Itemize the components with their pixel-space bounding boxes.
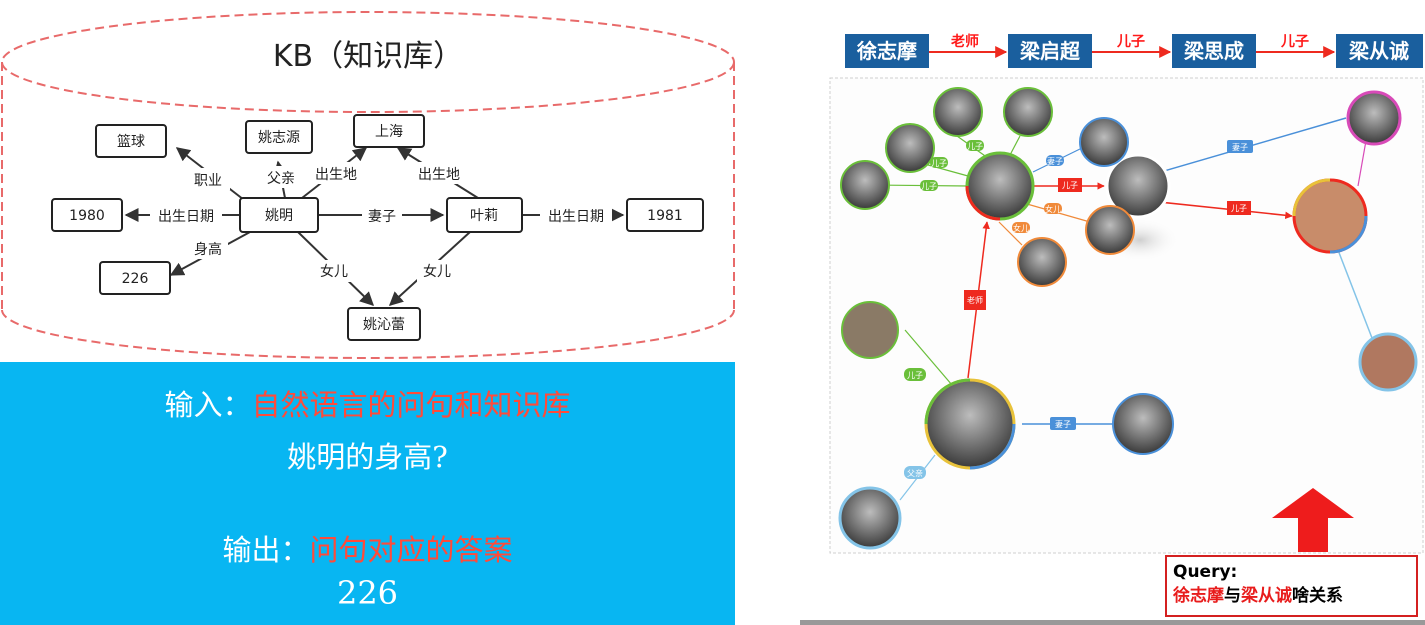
- avatar-small-e: [1079, 117, 1129, 167]
- avatar-xu-father: [838, 486, 902, 550]
- pill-son-red2: 儿子: [1231, 204, 1247, 213]
- edge-label-qizi: 妻子: [368, 209, 396, 225]
- avatar-xu-son: [841, 301, 899, 359]
- avatar-small-f: [1085, 205, 1135, 255]
- output-label: 输出：: [222, 533, 310, 567]
- query-person-2: 梁从诚: [1241, 586, 1292, 606]
- kb-node-yeli: 叶莉: [446, 197, 523, 233]
- pill-wife-small: 妻子: [1047, 156, 1063, 166]
- avatar-liang-sicheng: [1105, 153, 1171, 219]
- chain-person-1-box: [845, 34, 929, 68]
- kb-node-yaozhiyuan: 姚志源: [245, 120, 313, 154]
- kb-cylinder: [1, 11, 735, 359]
- chain-person-4-box: [1336, 34, 1423, 68]
- query-text: 徐志摩与梁从诚啥关系: [1173, 584, 1410, 608]
- kb-node-shanghai: 上海: [353, 114, 425, 148]
- pill-father-bottom: 父亲: [907, 468, 923, 478]
- kb-node-yaoqinlei-label: 姚沁蕾: [363, 317, 405, 333]
- edge-label-nuer-1: 女儿: [320, 263, 348, 280]
- avatar-small-c: [933, 87, 983, 137]
- edge-label-chushengdi-2: 出生地: [418, 167, 460, 183]
- chain-person-3-box: [1172, 34, 1256, 68]
- avatar-liang-congjie: [1292, 178, 1368, 254]
- chain-person-2: 梁启超: [1019, 39, 1081, 63]
- kb-node-yaoming-label: 姚明: [265, 208, 293, 224]
- pill-wife-bottom: 妻子: [1055, 419, 1071, 429]
- chain-person-4: 梁从诚: [1348, 39, 1409, 63]
- kb-node-1980: 1980: [51, 198, 123, 232]
- answer-text: 226: [336, 574, 399, 612]
- edge-label-chushengriqi-1: 出生日期: [158, 209, 214, 225]
- avatar-small-d: [1003, 87, 1053, 137]
- pill-daughter-a: 女儿: [1045, 204, 1061, 214]
- kb-node-lanqiu: 篮球: [95, 124, 167, 158]
- input-value: 自然语言的问句和知识库: [251, 388, 571, 422]
- input-label: 输入：: [164, 388, 252, 422]
- edge-label-fuqin: 父亲: [267, 171, 295, 187]
- avatar-small-b: [840, 160, 890, 210]
- io-panel: 输入：自然语言的问句和知识库 姚明的身高? 输出：问句对应的答案 226: [0, 362, 735, 625]
- edge-label-nuer-2: 女儿: [423, 263, 451, 280]
- query-suffix: 啥关系: [1292, 586, 1343, 606]
- input-line: 输入：自然语言的问句和知识库: [0, 382, 735, 424]
- output-line: 输出：问句对应的答案: [0, 527, 735, 569]
- avatar-right-lower: [1358, 332, 1418, 392]
- edge-label-chushengriqi-2: 出生日期: [548, 209, 604, 225]
- kb-node-1980-label: 1980: [69, 208, 105, 224]
- query-box: Query: 徐志摩与梁从诚啥关系: [1165, 555, 1418, 617]
- bottom-divider: [800, 620, 1425, 625]
- avatar-lu-xiaoman: [1112, 393, 1174, 455]
- kb-title: KB（知识库）: [273, 39, 463, 74]
- kb-node-226-label: 226: [122, 271, 149, 287]
- avatar-lin-huiyin: [1346, 90, 1402, 146]
- pill-teacher: 老师: [967, 295, 983, 305]
- query-person-1: 徐志摩: [1173, 586, 1224, 606]
- pill-son-main: 儿子: [1062, 181, 1078, 190]
- kb-node-yaozhiyuan-label: 姚志源: [258, 130, 300, 146]
- chain-relation-1: 老师: [951, 33, 979, 50]
- avatar-small-g: [1017, 237, 1067, 287]
- chain-person-3: 梁思成: [1183, 39, 1244, 63]
- pill-son-bottom: 儿子: [907, 371, 923, 380]
- kb-node-1981: 1981: [626, 198, 704, 232]
- kb-node-lanqiu-label: 篮球: [117, 134, 145, 150]
- kb-node-shanghai-label: 上海: [375, 124, 403, 140]
- chain-person-1: 徐志摩: [856, 39, 917, 63]
- chain-person-2-box: [1008, 34, 1092, 68]
- kb-node-yaoqinlei: 姚沁蕾: [347, 307, 421, 341]
- avatar-main-xu: [924, 378, 1016, 470]
- graph-edge-pills: 老师 儿子 儿子 妻子 妻子 儿子 父亲 儿子 儿子 儿子 妻子 女儿 女儿: [904, 140, 1253, 479]
- kb-node-yeli-label: 叶莉: [470, 208, 498, 224]
- pill-son-c: 儿子: [967, 142, 983, 151]
- edge-label-chushengdi-1: 出生地: [315, 167, 357, 183]
- kb-node-1981-label: 1981: [647, 208, 683, 224]
- query-label: Query:: [1173, 562, 1238, 582]
- pill-son-b: 儿子: [921, 182, 937, 191]
- avatar-liang-qichao: [965, 151, 1035, 221]
- query-pointer-arrow: [1272, 488, 1354, 552]
- relation-graph-panel: 徐志摩 老师 梁启超 儿子 梁思成 儿子 梁从诚: [829, 33, 1424, 554]
- chain-relation-3: 儿子: [1280, 34, 1309, 50]
- pill-son-a: 儿子: [931, 159, 947, 168]
- edge-label-shengao: 身高: [194, 241, 222, 258]
- avatar-small-a: [885, 123, 935, 173]
- chain-relation-2: 儿子: [1116, 34, 1145, 50]
- edge-label-zhiye: 职业: [194, 173, 222, 189]
- query-connector: 与: [1224, 586, 1241, 606]
- relation-chain: 徐志摩 老师 梁启超 儿子 梁思成 儿子 梁从诚: [845, 33, 1423, 68]
- pill-wife-top: 妻子: [1232, 142, 1248, 152]
- output-value: 问句对应的答案: [309, 533, 513, 567]
- kb-node-226: 226: [99, 261, 171, 295]
- graph-avatars: [838, 87, 1418, 550]
- knowledge-base-diagram: KB（知识库） 职业 父亲 出生地 出生地 出生日期 妻子 出生日期 身高 女儿…: [1, 11, 735, 359]
- pill-daughter-b: 女儿: [1013, 223, 1029, 233]
- question-text: 姚明的身高?: [287, 440, 448, 474]
- kb-node-yaoming: 姚明: [239, 197, 319, 233]
